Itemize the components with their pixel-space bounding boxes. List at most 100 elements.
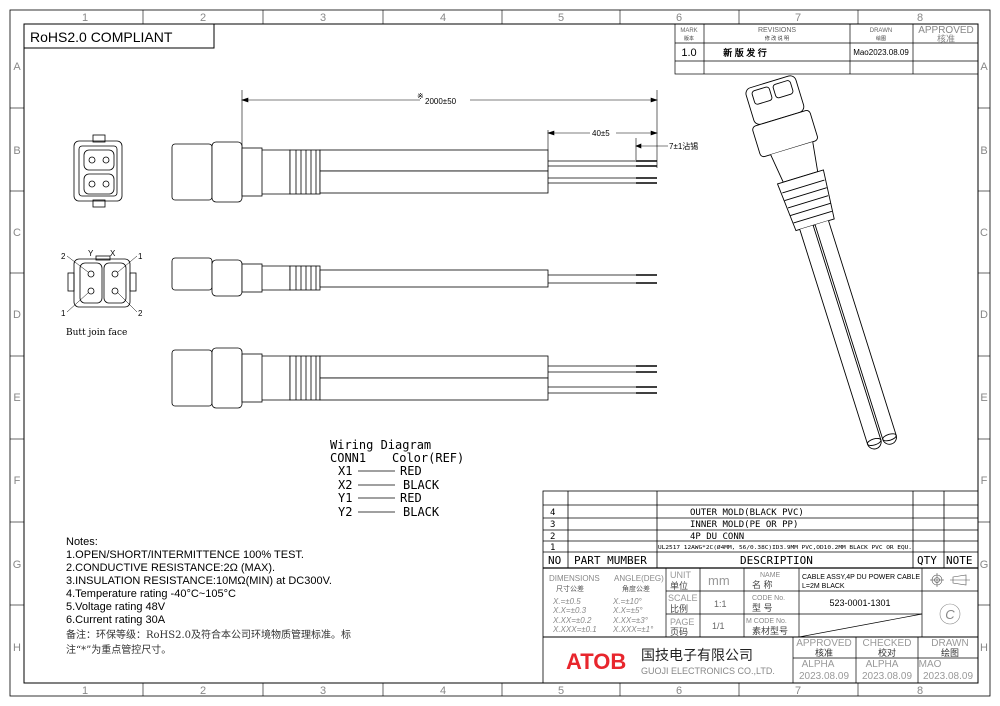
dimension-lines: ※ 2000±50 40±5 7±1沾锡 xyxy=(241,90,698,168)
wiring-color: BLACK xyxy=(403,505,440,519)
bom-header-note: NOTE xyxy=(946,554,973,567)
scale-label-cn: 比例 xyxy=(670,603,688,614)
wiring-diagram: Wiring Diagram CONN1 Color(REF) X1 RED X… xyxy=(330,438,464,519)
dimensions-label-cn: 尺寸公差 xyxy=(556,584,584,593)
rev-revisions-header-cn: 修 改 说 明 xyxy=(765,35,789,42)
col-label: 3 xyxy=(320,12,326,24)
bom-description: OUTER MOLD(BLACK PVC) xyxy=(690,508,804,518)
col-label: 6 xyxy=(676,12,682,24)
copyright-icon: C xyxy=(939,603,961,625)
row-label: H xyxy=(13,642,21,654)
connector-butt-join-face: Y X 2 1 1 2 Butt join face xyxy=(61,249,143,338)
wire-strip-dimension: 7±1沾锡 xyxy=(669,141,698,151)
product-name: CABLE ASSY,4P DU POWER CABLE xyxy=(802,574,920,581)
overmold xyxy=(262,265,291,291)
note-item: 6.Current rating 30A xyxy=(66,614,166,626)
approved-label: APPROVED xyxy=(796,638,852,649)
note-cn-line: 备注：环保等级：RoHS2.0及符合本公司环境物质管理标准。标 xyxy=(66,628,351,641)
pin-label-2: 2 xyxy=(138,309,143,318)
pin-label-2: 2 xyxy=(61,252,66,261)
angle-tolerance: X.XX=±3° xyxy=(612,616,649,625)
page-value: 1/1 xyxy=(712,621,725,631)
rev-mark: 1.0 xyxy=(681,47,696,59)
mcode-label: M CODE No. xyxy=(746,618,787,625)
col-label: 7 xyxy=(795,12,801,24)
col-label: 3 xyxy=(320,685,326,697)
checked-label: CHECKED xyxy=(863,638,912,649)
bom-table: 4 OUTER MOLD(BLACK PVC) 3 INNER MOLD(PE … xyxy=(542,490,979,684)
checked-by: ALPHA xyxy=(866,659,899,670)
bom-header-qty: QTY xyxy=(917,554,937,567)
approved-date: 2023.08.09 xyxy=(799,671,849,682)
connector-latch xyxy=(211,259,243,297)
col-label: 7 xyxy=(795,685,801,697)
bom-header-part: PART MUMBER xyxy=(574,554,647,567)
row-label: B xyxy=(980,145,987,157)
rohs-label: RoHS2.0 COMPLIANT xyxy=(30,29,173,45)
overall-length-dimension: 2000±50 xyxy=(425,97,457,106)
connector-housing xyxy=(171,143,213,201)
note-item: 4.Temperature rating -40°C~105°C xyxy=(66,588,236,600)
angle-tolerance: X.X=±5° xyxy=(612,606,643,615)
bom-description: INNER MOLD(PE OR PP) xyxy=(690,520,798,530)
pin-label-y: Y xyxy=(88,249,94,258)
sheet-frame: 1 2 3 4 5 6 7 8 1 2 3 4 5 6 7 8 A B C D … xyxy=(9,9,991,697)
col-label: 4 xyxy=(440,685,446,697)
butt-join-face-label: Butt join face xyxy=(66,328,127,338)
wiring-pin: X1 xyxy=(338,464,352,478)
key-dimension-mark: ※ xyxy=(417,92,424,101)
cable-isometric-view xyxy=(745,75,897,450)
angle-label-cn: 角度公差 xyxy=(622,584,650,593)
notes-title: Notes: xyxy=(66,536,98,548)
note-item: 5.Voltage rating 48V xyxy=(66,601,166,613)
company-name-en: GUOJI ELECTRONICS CO.,LTD. xyxy=(641,666,775,676)
cable-jacket xyxy=(319,149,549,172)
copyright-symbol: C xyxy=(945,607,955,622)
wiring-pin: Y2 xyxy=(338,505,352,519)
connector-front-view xyxy=(73,134,123,208)
overmold-ribs xyxy=(289,149,321,195)
name-label-cn: 名 称 xyxy=(752,579,773,590)
overmold-ribs xyxy=(289,265,321,291)
page-label-cn: 页码 xyxy=(670,627,688,637)
row-label: G xyxy=(13,559,22,571)
bom-description: UL2517 12AWG*2C(Ø4MM, 56/0.38C)ID3.9MM P… xyxy=(658,544,912,551)
col-label: 5 xyxy=(558,685,564,697)
drawn-by: MAO xyxy=(919,659,942,670)
checked-label-cn: 校对 xyxy=(878,647,896,658)
rev-drawn-header-cn: 绘图 xyxy=(876,35,886,42)
note-item: 1.OPEN/SHORT/INTERMITTENCE 100% TEST. xyxy=(66,549,304,561)
row-label: D xyxy=(980,309,988,321)
approved-by: ALPHA xyxy=(802,659,835,670)
rev-description: 新 版 发 行 xyxy=(723,47,767,58)
tolerance: X.XX=±0.2 xyxy=(552,616,592,625)
cable-jacket xyxy=(319,269,549,288)
company-name-cn: 国技电子有限公司 xyxy=(641,648,753,664)
wiring-color: RED xyxy=(400,464,422,478)
wiring-color: RED xyxy=(400,491,422,505)
unit-value: mm xyxy=(708,573,730,588)
rev-drawn: Mao2023.08.09 xyxy=(853,48,909,57)
drawn-label: DRAWN xyxy=(931,638,968,649)
wiring-pin: Y1 xyxy=(338,491,352,505)
col-label: 5 xyxy=(558,12,564,24)
connector-latch xyxy=(211,347,243,409)
jacket-strip-dimension: 40±5 xyxy=(592,129,610,138)
note-cn-line: 注“*”为重点管控尺寸。 xyxy=(66,643,171,656)
pin-label-x: X xyxy=(110,249,116,258)
connector-latch xyxy=(211,141,243,203)
rev-drawn-header: DRAWN xyxy=(870,28,892,34)
revisions-table: MARK 版本 REVISIONS 修 改 说 明 DRAWN 绘图 APPRO… xyxy=(674,23,979,75)
page-label: PAGE xyxy=(670,617,694,627)
cable-jacket xyxy=(319,377,549,401)
inner-mold xyxy=(241,147,263,197)
row-label: E xyxy=(13,392,20,404)
inner-mold xyxy=(241,263,263,293)
bom-description: 4P DU CONN xyxy=(690,532,744,542)
rev-approved-header: APPROVED xyxy=(918,25,974,36)
connector-housing xyxy=(171,257,213,291)
tolerance: X.X=±0.3 xyxy=(552,606,587,615)
row-label: H xyxy=(980,642,988,654)
